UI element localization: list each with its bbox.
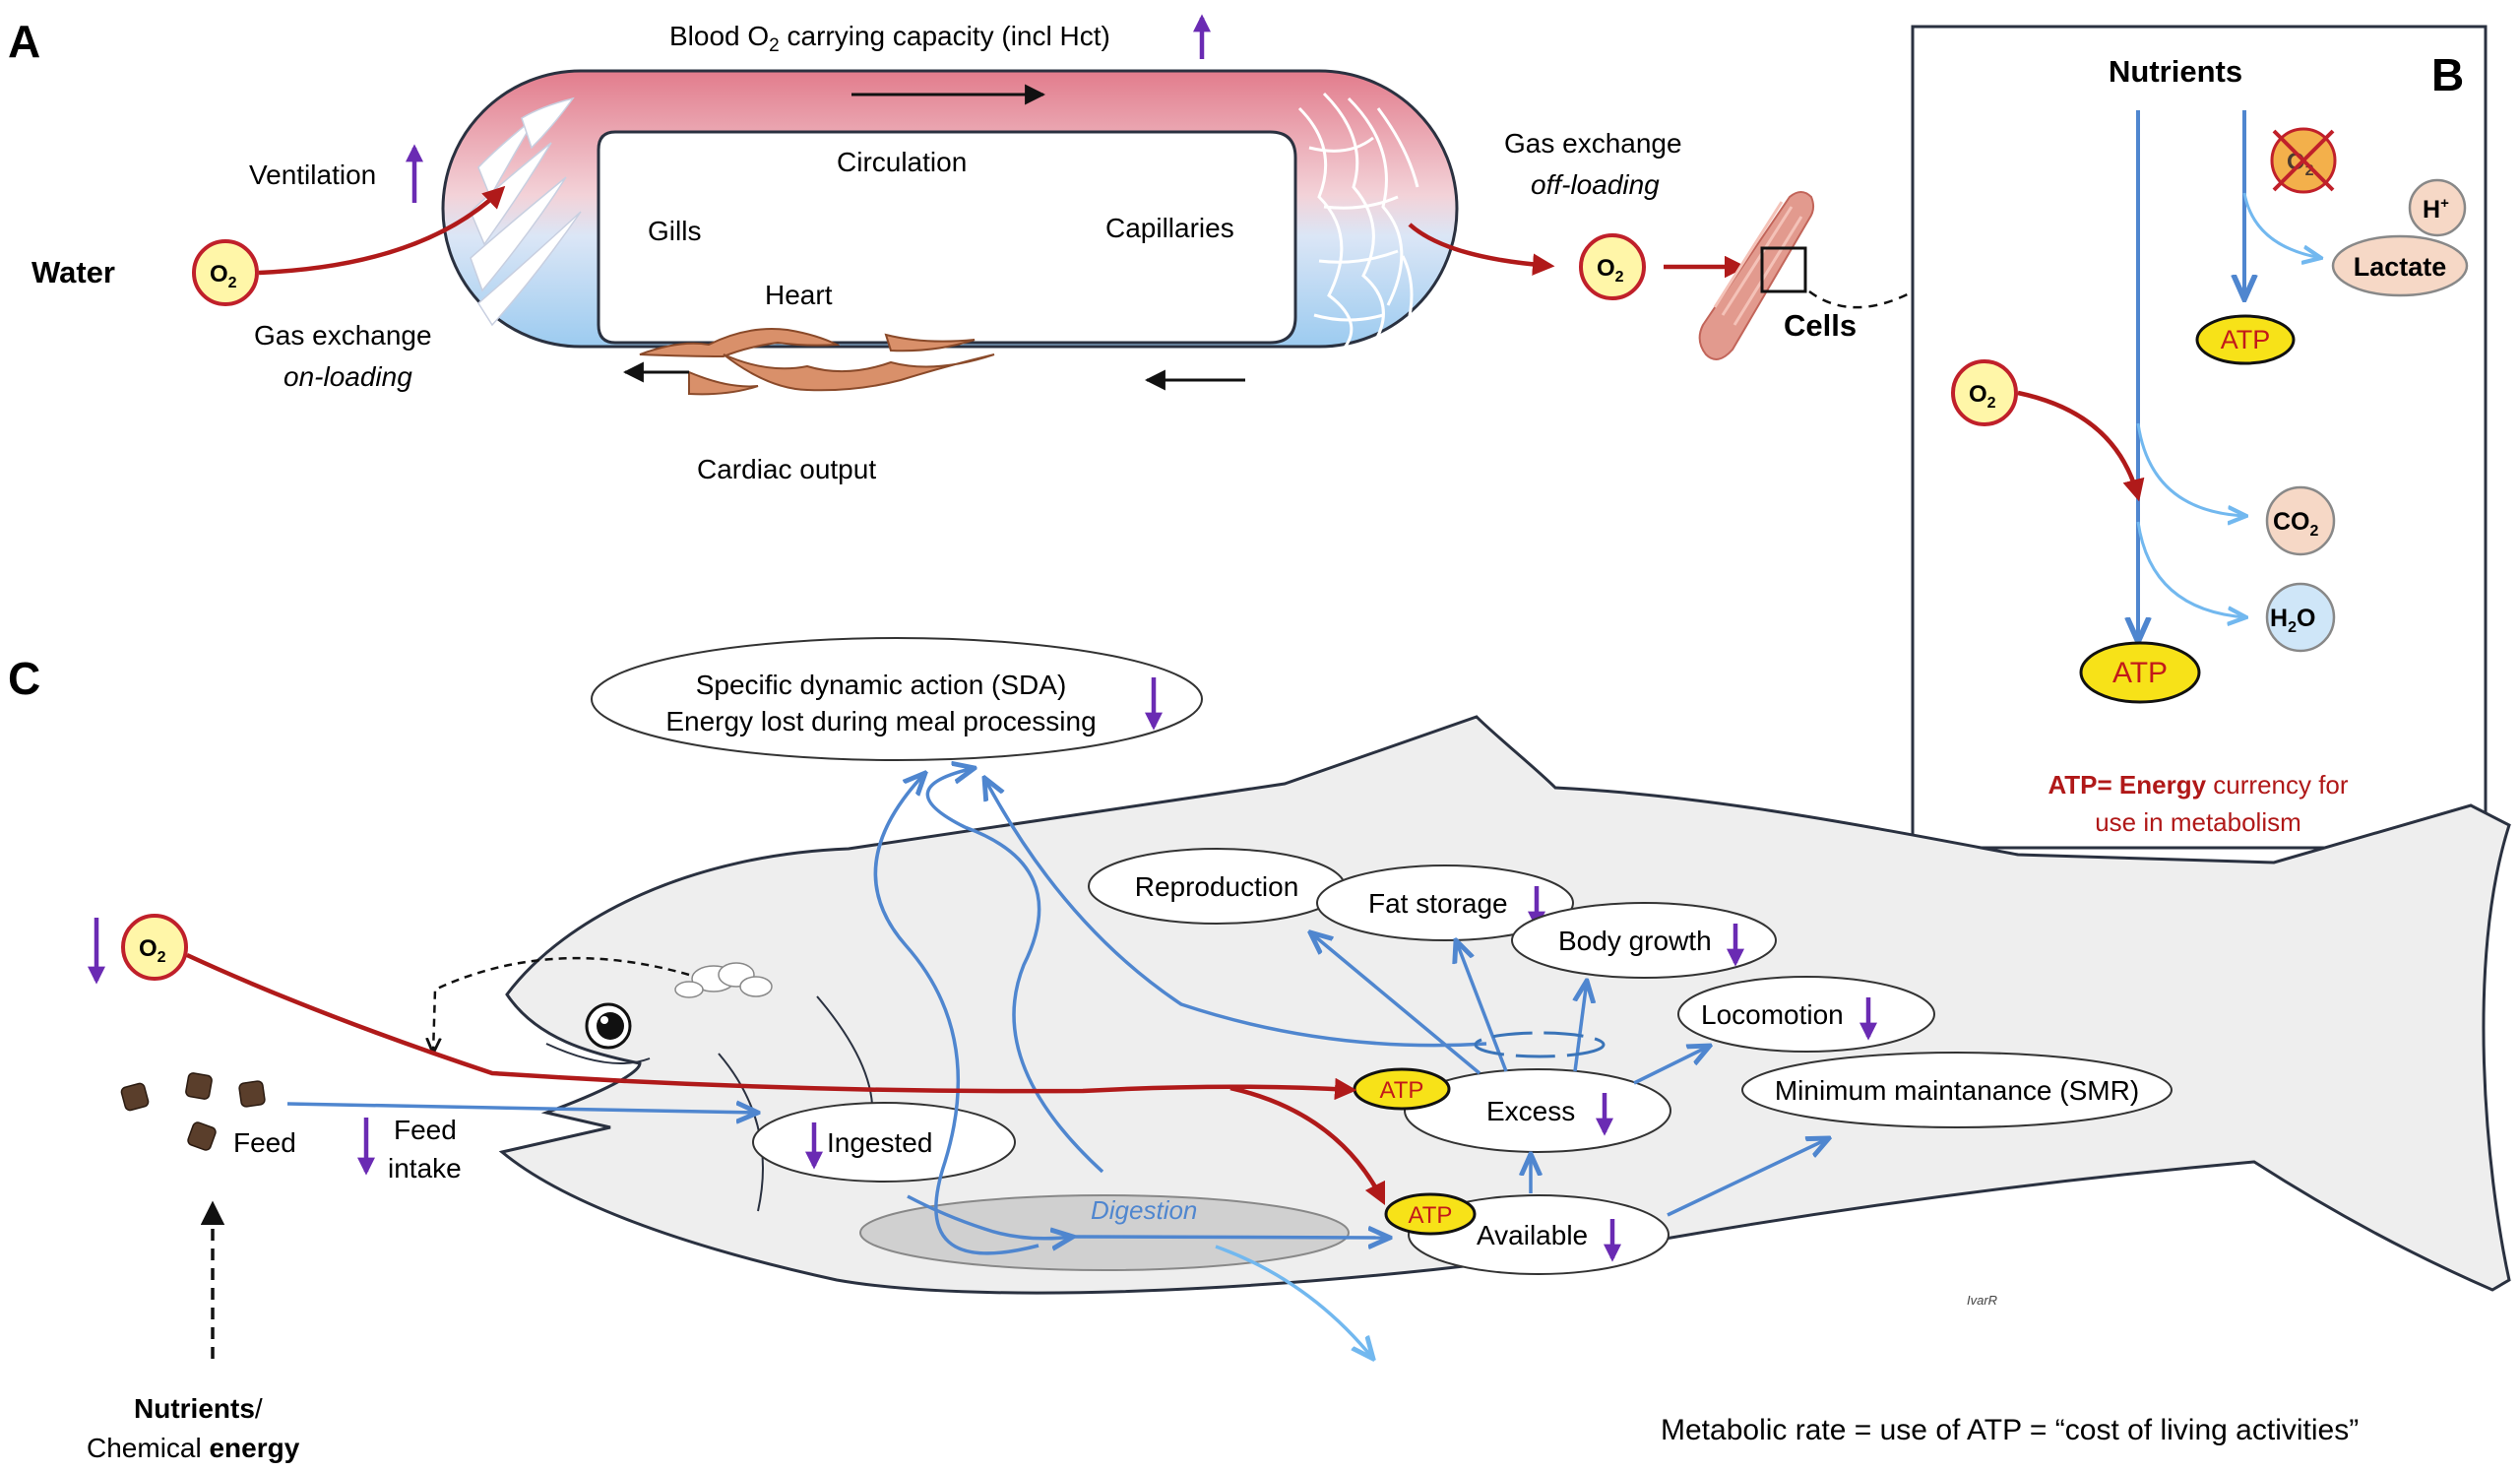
svg-text:CO2: CO2 [2273, 508, 2319, 540]
ventilation-label: Ventilation [249, 160, 376, 190]
o2-water-circle: O2 [192, 239, 259, 306]
recycle-ring [1474, 1031, 1606, 1058]
fish-mouth-line [545, 1043, 651, 1064]
heart-label: Heart [765, 280, 833, 310]
svg-text:ATP: ATP [2112, 657, 2168, 689]
svg-text:O2: O2 [139, 935, 166, 966]
metabolic-rate-caption: Metabolic rate = use of ATP = “cost of l… [1661, 1414, 2359, 1446]
blood-capacity-title: Blood O2 carrying capacity (incl Hct) [669, 21, 1110, 56]
circulation-label: Circulation [837, 147, 967, 177]
panel-b-label: B [2431, 49, 2464, 100]
o2-available-arrow [1229, 1085, 1386, 1206]
gas-on-label-2: on-loading [284, 361, 412, 392]
brain-feedback-arrow [433, 956, 690, 1054]
svg-text:Lactate: Lactate [2354, 252, 2447, 282]
gills-label: Gills [648, 216, 701, 246]
smr-node: Minimum maintanance (SMR) [1741, 1052, 2173, 1128]
gas-off-label-2: off-loading [1531, 169, 1660, 200]
atp-caption-line2: use in metabolism [2095, 807, 2301, 837]
svg-text:H2O: H2O [2270, 605, 2315, 636]
energy-flow-arrows [286, 768, 1829, 1359]
svg-text:Ingested: Ingested [827, 1127, 932, 1158]
panel-b-box [1911, 25, 2488, 850]
svg-text:Locomotion: Locomotion [1701, 999, 1844, 1030]
fish-gill-line-2 [718, 1053, 764, 1212]
atp-aerobic: ATP [2079, 641, 2201, 704]
heart [639, 328, 995, 396]
svg-text:Excess: Excess [1486, 1096, 1575, 1126]
svg-text:O2: O2 [210, 261, 237, 291]
svg-text:ATP: ATP [2221, 325, 2271, 354]
gill-filaments [470, 96, 582, 327]
no-o2-symbol: O2 [2270, 127, 2337, 194]
o2-cells-circle: O2 [1579, 233, 1646, 300]
circulation-inner [597, 130, 1297, 345]
svg-text:Fat storage: Fat storage [1368, 888, 1508, 919]
fish-brain [674, 962, 773, 998]
panel-a: A [8, 14, 1939, 484]
cell-zoom-box [1760, 246, 1807, 293]
o2-aerobic-arrow [2017, 390, 2145, 502]
reproduction-node: Reproduction [1088, 848, 1346, 925]
svg-text:Body growth: Body growth [1558, 926, 1712, 956]
cardiac-output-label: Cardiac output [697, 454, 876, 484]
locomotion-node: Locomotion [1677, 976, 1935, 1053]
feed-intake-2: intake [388, 1153, 462, 1184]
feed-intake-1: Feed [394, 1115, 457, 1145]
nutrients-label: Nutrients [2109, 54, 2242, 89]
sda-ellipse [591, 637, 1203, 761]
panel-c-label: C [8, 653, 40, 704]
gas-on-label-1: Gas exchange [254, 320, 432, 351]
sda-line1: Specific dynamic action (SDA) [696, 670, 1067, 700]
o2-excess-arrow [186, 952, 1357, 1101]
h2o-circle: H2O [2265, 582, 2336, 653]
panel-b: B Nutrients O2 H+ Lactate ATP O2 [1911, 25, 2488, 850]
water-label: Water [32, 255, 115, 289]
svg-text:Reproduction: Reproduction [1135, 871, 1299, 902]
feed-pellets [120, 1072, 266, 1151]
atp-caption-line1: ATP= Energy currency for [2048, 770, 2348, 800]
panel-a-label: A [8, 16, 40, 67]
atp-anaerobic: ATP [2195, 314, 2296, 365]
atp-excess-badge: ATP [1353, 1067, 1451, 1111]
nutrients-line: Nutrients/ [134, 1393, 263, 1424]
svg-text:O2: O2 [1597, 255, 1624, 286]
body-growth-node: Body growth [1511, 902, 1777, 979]
svg-text:Available: Available [1477, 1220, 1588, 1250]
h2o-branch-arrow [2136, 521, 2246, 617]
o2-aerobic-circle: O2 [1951, 359, 2018, 426]
o2-onload-arrow [258, 185, 506, 276]
svg-text:H+: H+ [2423, 195, 2449, 224]
atp-available-badge: ATP [1384, 1192, 1477, 1236]
capillary-network [1297, 92, 1419, 356]
capillaries-label: Capillaries [1105, 213, 1234, 243]
fat-storage-node: Fat storage [1316, 864, 1574, 941]
o2-fish-circle: O2 [121, 914, 188, 981]
artist-signature: IvarR [1967, 1293, 1997, 1308]
co2-branch-arrow [2136, 422, 2246, 516]
lactate-ellipse: Lactate [2331, 234, 2469, 297]
gas-off-label-1: Gas exchange [1504, 128, 1682, 159]
svg-text:Minimum maintanance (SMR): Minimum maintanance (SMR) [1775, 1075, 2139, 1106]
panel-c: C Digestion Specific dynamic action (SDA… [8, 637, 2511, 1463]
chemical-energy-line: Chemical energy [87, 1433, 300, 1463]
digestion-label: Digestion [1091, 1195, 1197, 1225]
muscle-cells [1698, 191, 1815, 360]
svg-text:ATP: ATP [1409, 1202, 1453, 1229]
co2-circle: CO2 [2265, 485, 2336, 556]
o2-offload-arrow-1 [1408, 223, 1555, 276]
feed-label: Feed [233, 1127, 296, 1158]
lactate-branch-arrow [2242, 192, 2321, 258]
cells-label: Cells [1784, 308, 1857, 343]
svg-text:O2: O2 [1969, 381, 1996, 412]
fish-eye [585, 1002, 632, 1050]
sda-line2: Energy lost during meal processing [665, 706, 1096, 736]
ingested-node: Ingested [752, 1102, 1016, 1183]
h-plus-circle: H+ [2408, 178, 2467, 237]
svg-text:ATP: ATP [1380, 1077, 1424, 1104]
